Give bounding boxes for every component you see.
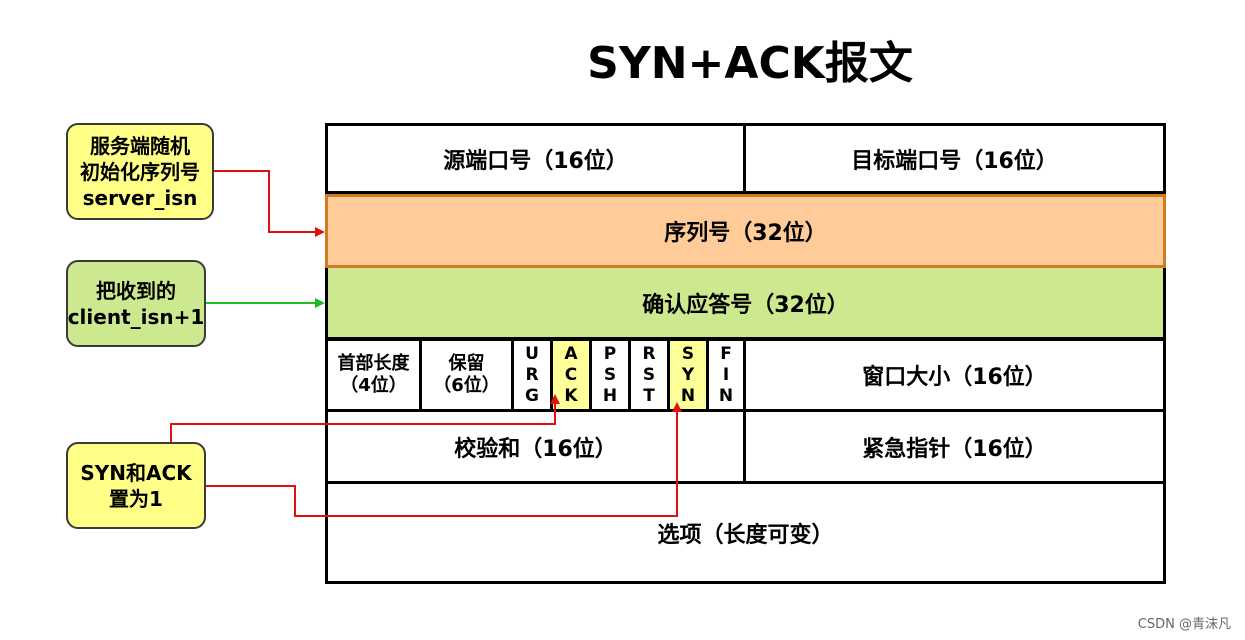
- source-port-field: 源端口号（16位）: [325, 123, 746, 194]
- flag-letter: R: [525, 364, 539, 385]
- header-length-label: 首部长度: [337, 353, 410, 374]
- ack-number-field: 确认应答号（32位）: [325, 268, 1166, 340]
- arrow-server-isn-to-seq: [214, 170, 325, 237]
- arrow-syn-ack-to-ack-flag: [170, 394, 560, 442]
- flag-letter: P: [603, 343, 617, 364]
- flag-letter: F: [720, 343, 732, 364]
- reserved-label: 保留: [448, 353, 485, 374]
- reserved-bits: （6位）: [433, 375, 500, 396]
- options-field: 选项（长度可变）: [325, 481, 1166, 584]
- note-line: server_isn: [82, 185, 198, 210]
- note-line: 服务端随机: [90, 133, 190, 158]
- flag-letter: Y: [681, 364, 695, 385]
- flag-letter: S: [603, 364, 617, 385]
- flag-letter: H: [602, 386, 618, 407]
- watermark: CSDN @青沫凡: [1137, 617, 1231, 632]
- flag-letter: U: [525, 343, 539, 364]
- flag-letter: N: [680, 386, 696, 407]
- flag-letter: R: [642, 343, 656, 364]
- note-line: client_isn+1: [67, 304, 205, 329]
- note-client-isn: 把收到的 client_isn+1: [66, 260, 206, 347]
- flag-letter: S: [642, 364, 656, 385]
- sequence-number-field: 序列号（32位）: [325, 194, 1166, 268]
- dest-port-field: 目标端口号（16位）: [743, 123, 1166, 194]
- note-line: 初始化序列号: [80, 159, 200, 184]
- flag-letter: T: [643, 386, 655, 407]
- flag-letter: K: [564, 386, 578, 407]
- flag-letter: C: [564, 364, 578, 385]
- flag-letter: A: [564, 343, 578, 364]
- arrow-syn-ack-to-syn-flag: [206, 402, 682, 517]
- note-line: 把收到的: [96, 278, 176, 303]
- diagram-title: SYN+ACK报文: [587, 38, 913, 89]
- note-syn-ack: SYN和ACK 置为1: [66, 442, 206, 529]
- flag-syn: S Y N: [667, 338, 709, 412]
- note-line: SYN和ACK: [80, 460, 192, 485]
- flag-letter: S: [681, 343, 695, 364]
- flag-letter: I: [722, 364, 730, 385]
- note-server-isn: 服务端随机 初始化序列号 server_isn: [66, 123, 214, 220]
- flag-letter: N: [718, 386, 734, 407]
- header-length-bits: （4位）: [340, 375, 407, 396]
- flag-letter: G: [525, 386, 539, 407]
- note-line: 置为1: [109, 486, 163, 511]
